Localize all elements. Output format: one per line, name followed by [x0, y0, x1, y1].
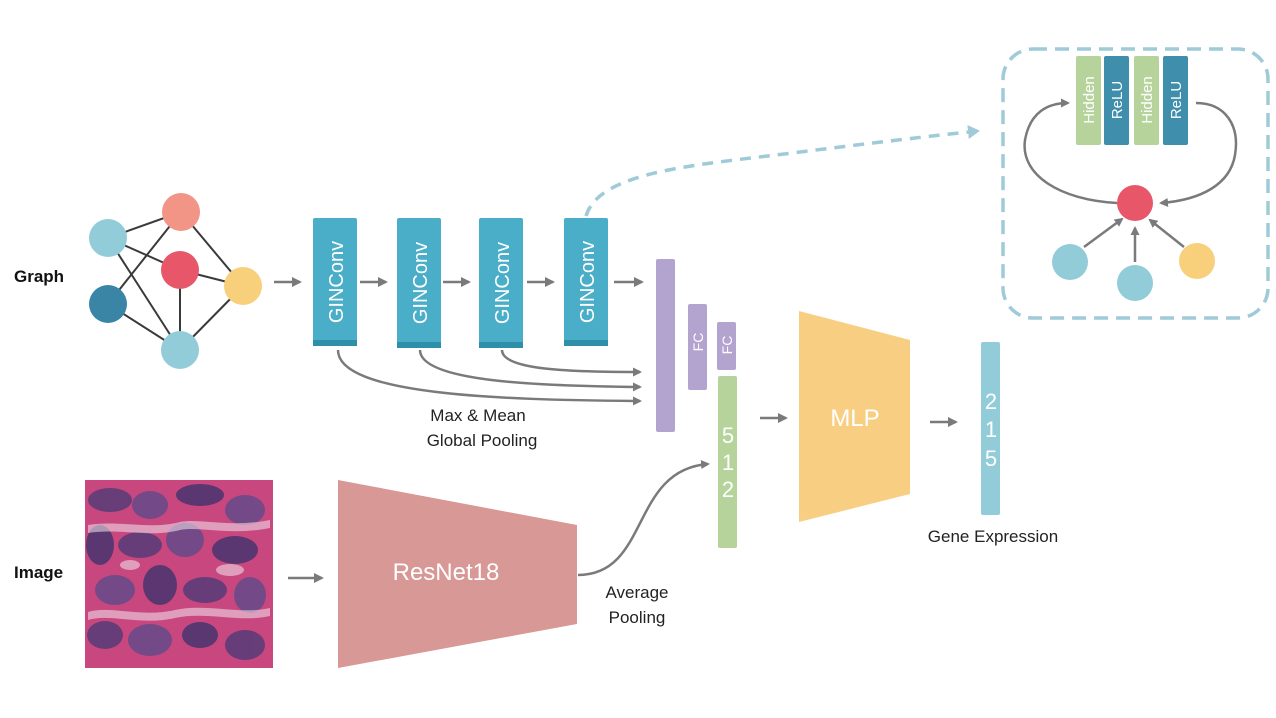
ginconv-block: GINConv: [479, 218, 523, 348]
graph-label: Graph: [14, 267, 64, 286]
inset-layer-label: ReLU: [1109, 81, 1126, 119]
ginconv-label: GINConv: [492, 242, 514, 324]
output-vector: 2 1 5: [981, 342, 1000, 515]
ginconv-block: GINConv: [397, 218, 441, 348]
graph-node: [89, 285, 127, 323]
inset-layer: Hidden: [1134, 56, 1159, 145]
graph-node: [89, 219, 127, 257]
tissue-image: [85, 480, 273, 668]
inset-loop-arrow: [1159, 101, 1238, 207]
graph-node: [161, 251, 199, 289]
main-arrows: [274, 277, 958, 583]
image-label: Image: [14, 563, 63, 582]
inset-layer: ReLU: [1163, 56, 1188, 145]
fc-label: FC: [719, 336, 735, 355]
inset-neighbor-node: [1052, 244, 1088, 280]
gin-detail-inset: Hidden ReLU Hidden ReLU: [1001, 47, 1270, 320]
graph-node: [161, 331, 199, 369]
average-pooling-label-line2: Pooling: [609, 608, 666, 627]
feature-size-digit: 2: [722, 477, 734, 502]
inset-neighbor-arrow: [1148, 218, 1185, 248]
average-pooling-arrow: [577, 460, 710, 577]
inset-neighbor-node: [1117, 265, 1153, 301]
inset-layer: Hidden: [1076, 56, 1101, 145]
inset-neighbor-node: [1179, 243, 1215, 279]
ginconv-block: GINConv: [313, 218, 357, 346]
resnet-block: ResNet18: [338, 480, 577, 668]
resnet-label: ResNet18: [393, 559, 500, 586]
inset-connector: [584, 125, 980, 217]
inset-loop-arrow: [1023, 98, 1118, 205]
input-graph: [89, 193, 262, 369]
feature-size-digit: 1: [722, 450, 734, 475]
graph-node: [162, 193, 200, 231]
ginconv-label: GINConv: [326, 241, 348, 323]
feature-vector: 5 1 2: [718, 376, 737, 548]
inset-layer-label: Hidden: [1139, 76, 1156, 124]
graph-node: [224, 267, 262, 305]
ginconv-label: GINConv: [577, 241, 599, 323]
inset-center-node: [1117, 185, 1153, 221]
inset-layer-label: Hidden: [1081, 76, 1098, 124]
pooling-label-line1: Max & Mean: [430, 406, 525, 425]
ginconv-label: GINConv: [410, 242, 432, 324]
pooling-arrows: [336, 349, 642, 406]
mlp-block: MLP: [799, 311, 910, 522]
pooling-label-line2: Global Pooling: [427, 431, 538, 450]
inset-neighbor-arrow: [1083, 217, 1124, 249]
gene-expression-label: Gene Expression: [928, 527, 1058, 546]
output-size-digit: 1: [985, 417, 997, 442]
feature-size-digit: 5: [722, 423, 734, 448]
inset-layer-label: ReLU: [1168, 81, 1185, 119]
fc-block: FC: [688, 304, 707, 390]
average-pooling-label-line1: Average: [605, 583, 668, 602]
mlp-label: MLP: [830, 405, 879, 432]
concat-bar: [656, 259, 675, 432]
output-size-digit: 2: [985, 389, 997, 414]
output-size-digit: 5: [985, 446, 997, 471]
fc-block: FC: [717, 322, 736, 370]
inset-layer: ReLU: [1104, 56, 1129, 145]
ginconv-block: GINConv: [564, 218, 608, 346]
fc-label: FC: [690, 333, 706, 352]
